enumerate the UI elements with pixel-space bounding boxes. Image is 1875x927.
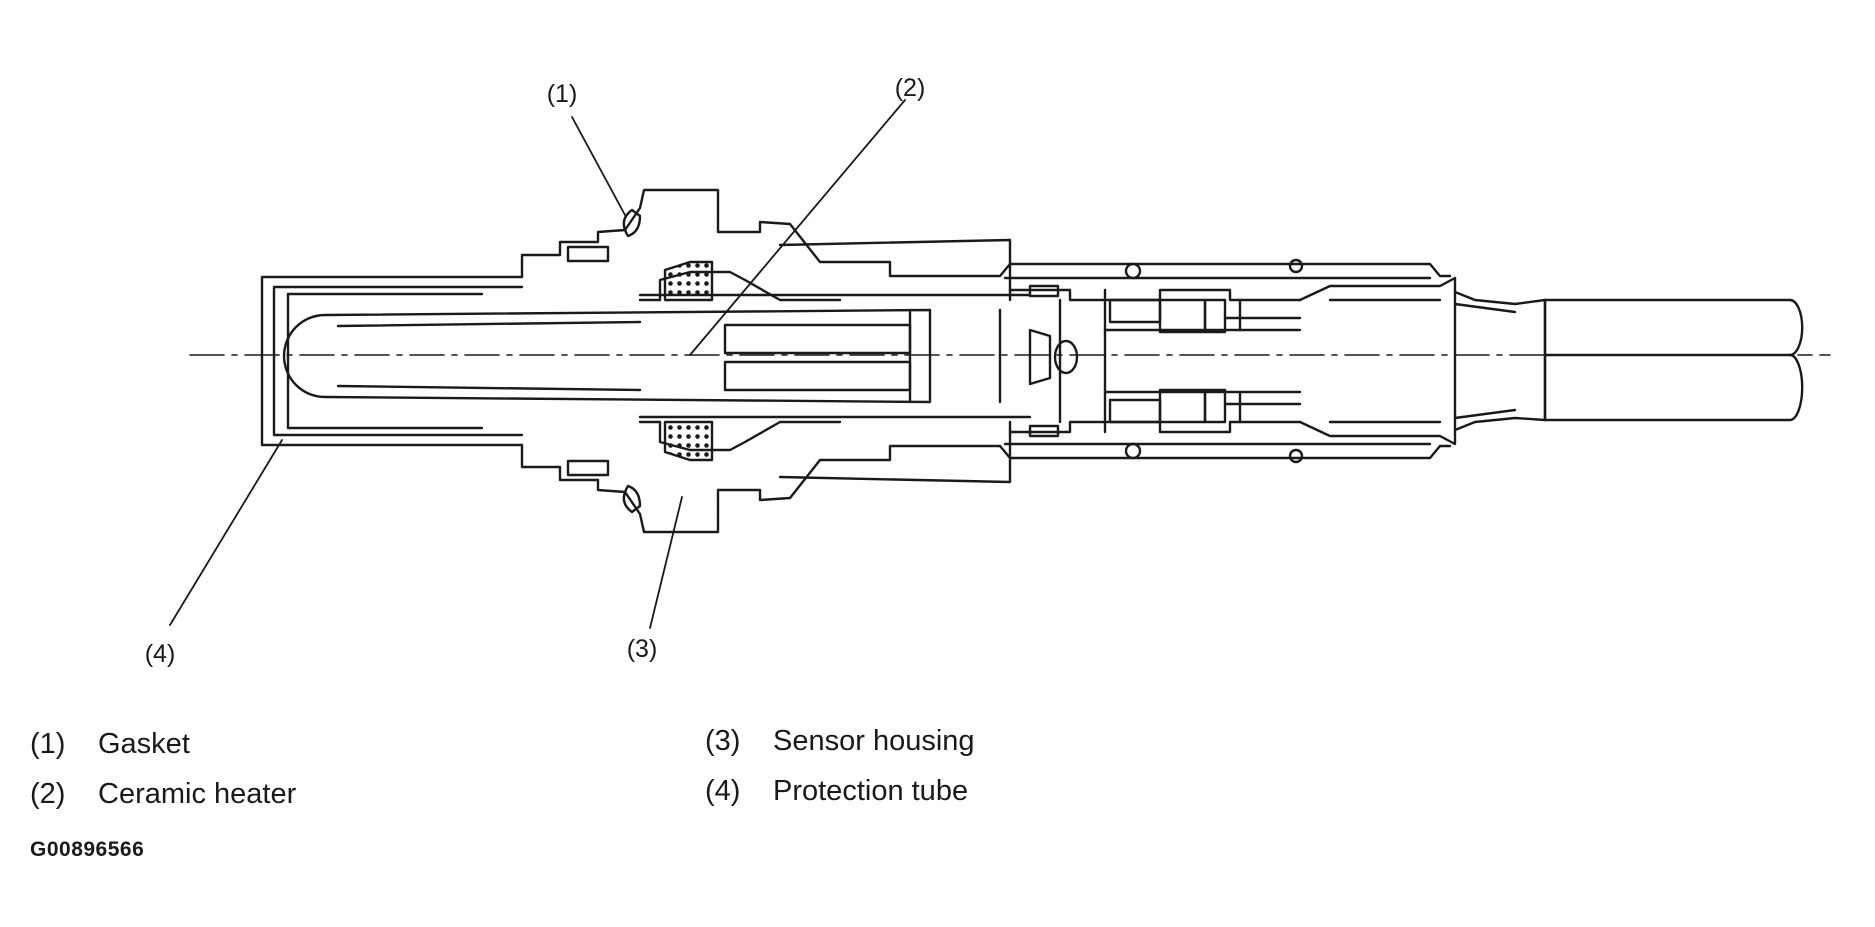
callout-1: (1) [547, 80, 578, 108]
legend-number: (1) [30, 728, 66, 760]
protection-tube [260, 275, 524, 447]
talc-packing [663, 260, 714, 462]
callout-4: (4) [145, 640, 176, 668]
legend-number: (2) [30, 778, 66, 810]
connector-internals [1008, 258, 1304, 464]
legend-item-ceramic-heater: (2) Ceramic heater [30, 780, 296, 809]
legend-item-protection-tube: (4) Protection tube [705, 777, 968, 806]
sensor-housing [520, 188, 1452, 534]
figure-id: G00896566 [30, 838, 145, 861]
legend-label: Protection tube [773, 775, 969, 807]
callout-3: (3) [627, 635, 658, 663]
sensor-cable [1543, 298, 1804, 422]
ceramic-heater [282, 293, 1079, 419]
legend-label: Ceramic heater [98, 778, 297, 810]
legend-label: Gasket [98, 728, 190, 760]
legend-label: Sensor housing [773, 725, 975, 757]
callout-2: (2) [895, 74, 926, 102]
legend-item-gasket: (1) Gasket [30, 730, 190, 759]
gasket [622, 208, 642, 514]
legend-number: (4) [705, 775, 741, 807]
rear-sleeve [1298, 276, 1547, 446]
legend-number: (3) [705, 725, 741, 757]
leader-lines [169, 99, 906, 629]
legend-item-sensor-housing: (3) Sensor housing [705, 727, 975, 756]
